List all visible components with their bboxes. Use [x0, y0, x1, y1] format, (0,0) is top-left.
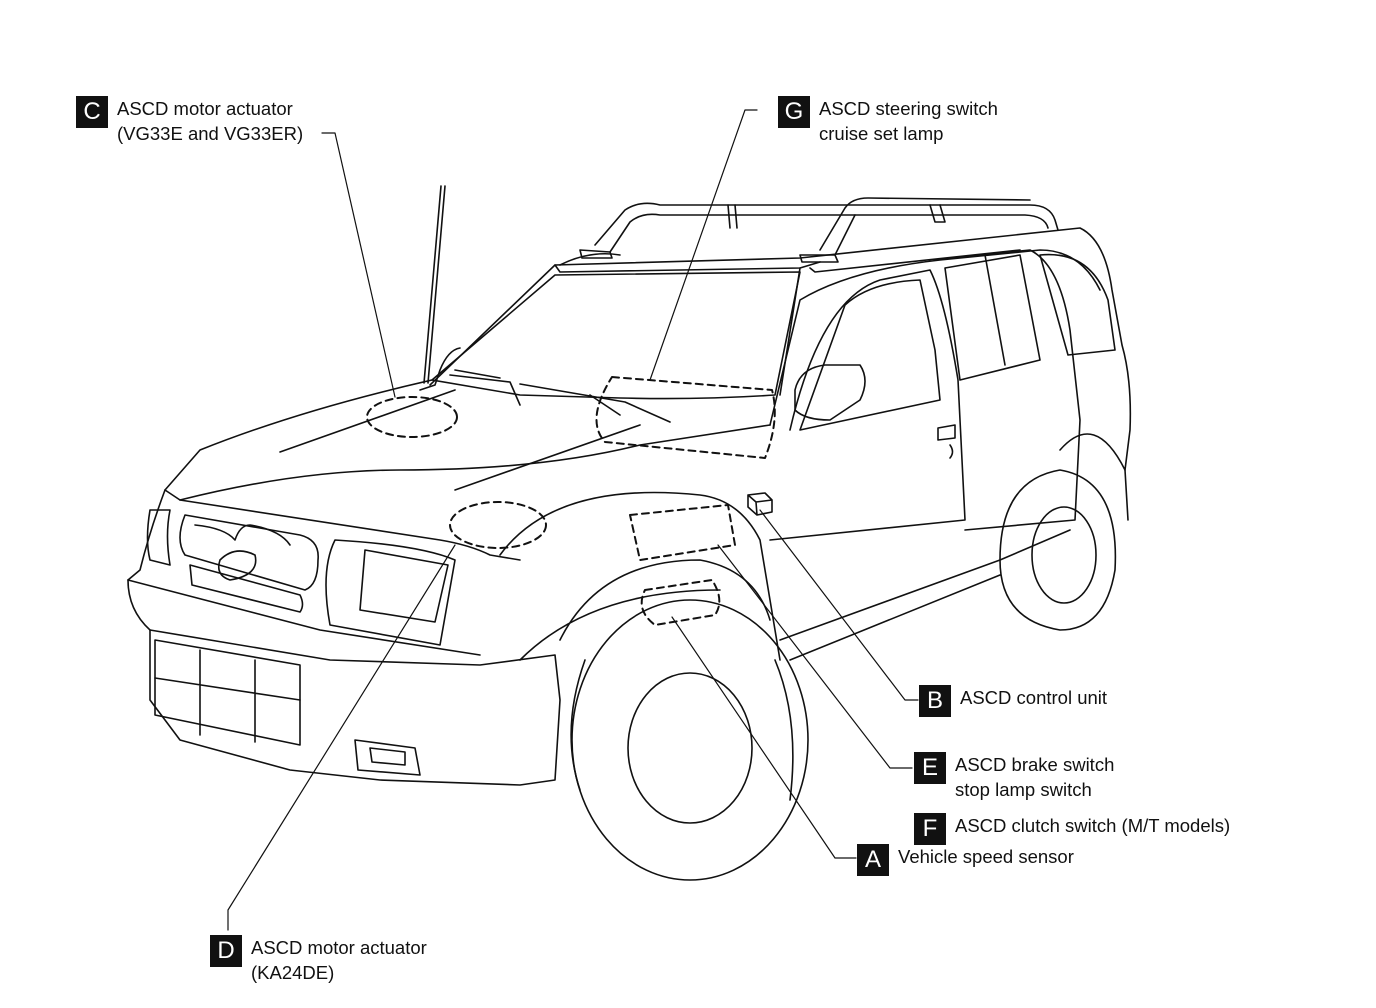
callout-e-badge: E: [914, 752, 946, 784]
callout-c-label: ASCD motor actuator (VG33E and VG33ER): [117, 96, 303, 146]
callout-a-line1: Vehicle speed sensor: [898, 846, 1074, 867]
callout-f-badge: F: [914, 813, 946, 845]
callout-f-label: ASCD clutch switch (M/T models): [955, 813, 1230, 838]
callout-b: B ASCD control unit: [919, 685, 1107, 717]
callout-e: E ASCD brake switch stop lamp switch: [914, 752, 1114, 802]
callout-a: A Vehicle speed sensor: [857, 844, 1074, 876]
callout-b-label: ASCD control unit: [960, 685, 1107, 710]
rear-wheel: [999, 433, 1129, 631]
callout-g-label: ASCD steering switch cruise set lamp: [819, 96, 998, 146]
callout-e-label: ASCD brake switch stop lamp switch: [955, 752, 1114, 802]
antenna: [423, 185, 446, 384]
roof-rack: [579, 197, 1059, 263]
location-e: [629, 504, 736, 561]
callout-e-line2: stop lamp switch: [955, 779, 1092, 800]
fog-light: [354, 739, 421, 776]
callout-g-line1: ASCD steering switch: [819, 98, 998, 119]
vehicle-body: [127, 227, 1132, 881]
side-mirror: [794, 364, 866, 421]
callout-c: C ASCD motor actuator (VG33E and VG33ER): [76, 96, 303, 146]
callout-d-line1: ASCD motor actuator: [251, 937, 427, 958]
front-door: [769, 269, 966, 541]
callout-a-badge: A: [857, 844, 889, 876]
callout-d-line2: (KA24DE): [251, 962, 335, 983]
location-a: [640, 579, 721, 626]
callout-g-line2: cruise set lamp: [819, 123, 944, 144]
leader-lines: [227, 109, 919, 931]
wiper-right: [519, 383, 671, 423]
callout-g: G ASCD steering switch cruise set lamp: [778, 96, 998, 146]
callout-b-badge: B: [919, 685, 951, 717]
callout-d-label: ASCD motor actuator (KA24DE): [251, 935, 427, 985]
callout-d-badge: D: [210, 935, 242, 967]
rear-door: [934, 249, 1081, 531]
callout-d: D ASCD motor actuator (KA24DE): [210, 935, 427, 985]
callout-f-line1: ASCD clutch switch (M/T models): [955, 815, 1231, 836]
location-d: [449, 501, 547, 549]
location-g: [595, 376, 776, 459]
callout-c-line1: ASCD motor actuator: [117, 98, 293, 119]
wiper-left: [449, 369, 521, 406]
callout-c-line2: (VG33E and VG33ER): [117, 123, 304, 144]
front-wheel: [570, 599, 809, 881]
component-locations: [366, 376, 776, 626]
callout-a-label: Vehicle speed sensor: [898, 844, 1074, 869]
headlight-right: [325, 539, 456, 646]
callout-b-line1: ASCD control unit: [960, 687, 1108, 708]
location-c: [366, 396, 458, 438]
callout-e-line1: ASCD brake switch: [955, 754, 1115, 775]
grille: [179, 514, 319, 591]
callout-g-badge: G: [778, 96, 810, 128]
control-unit-box: [747, 492, 773, 516]
callout-c-badge: C: [76, 96, 108, 128]
callout-f: F ASCD clutch switch (M/T models): [914, 813, 1230, 845]
headlight-left: [146, 509, 171, 566]
